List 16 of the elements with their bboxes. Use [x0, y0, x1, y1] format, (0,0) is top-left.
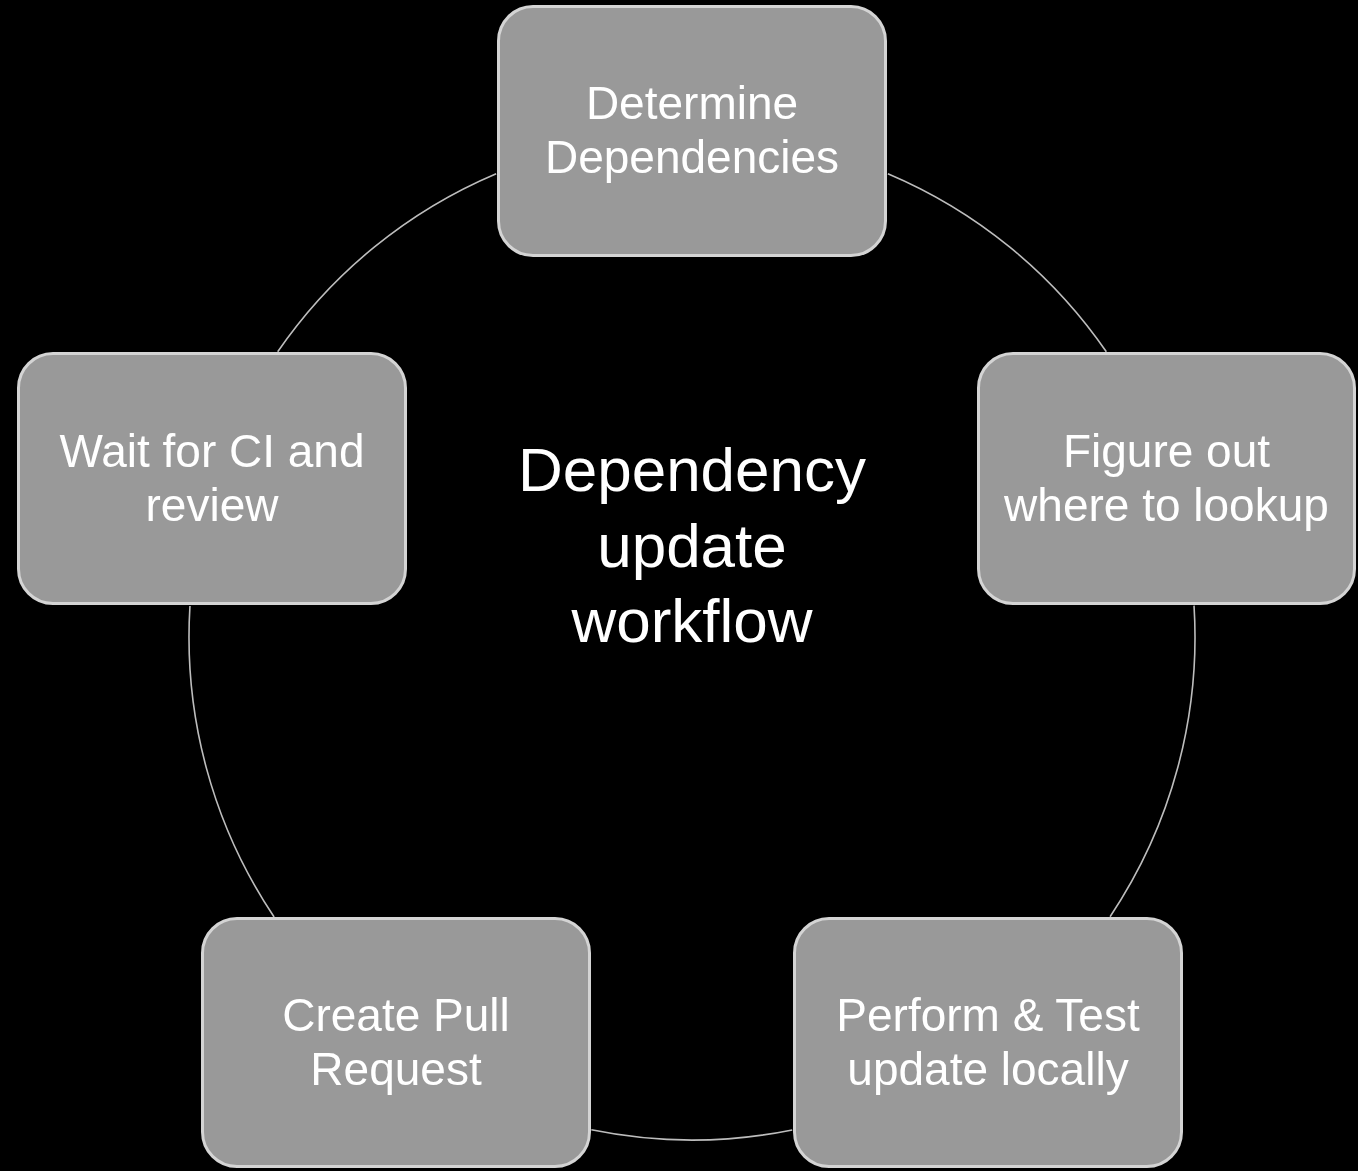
step-text: Wait for CI and review: [58, 424, 366, 533]
step-text: Determine Dependencies: [543, 77, 841, 185]
center-title: Dependency update workflow: [516, 434, 868, 658]
process-box: [17, 352, 407, 605]
connector-arc: [590, 1129, 793, 1141]
process-box: [793, 917, 1183, 1168]
connector-arc: [188, 605, 275, 918]
step-text: Create Pull Request: [281, 988, 511, 1097]
connector-arc: [887, 172, 1108, 353]
process-box: [497, 5, 887, 257]
connector-arc: [1109, 604, 1196, 918]
process-box: [201, 917, 591, 1168]
step-text: Figure out where to lookup: [1004, 424, 1329, 533]
process-box: [977, 352, 1356, 605]
connector-arc: [276, 172, 497, 353]
step-text: Perform & Test update locally: [835, 988, 1141, 1097]
